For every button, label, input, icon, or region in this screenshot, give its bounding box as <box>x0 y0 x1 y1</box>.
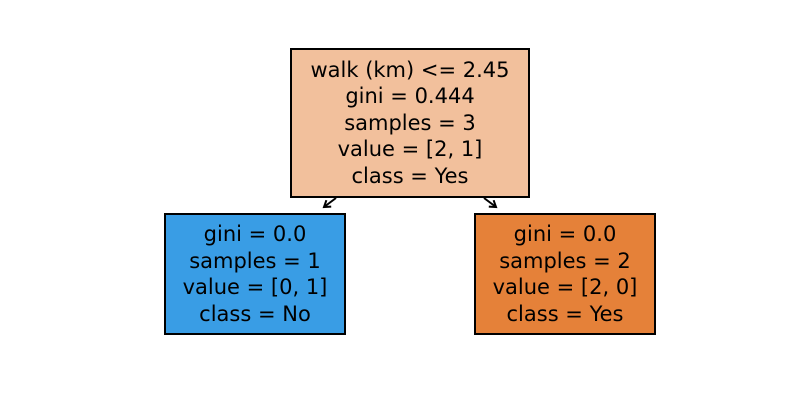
node-value: value = [2, 0] <box>492 275 638 299</box>
node-split-rule: walk (km) <= 2.45 <box>310 57 510 82</box>
tree-node-left-leaf: gini = 0.0 samples = 1 value = [0, 1] cl… <box>164 213 346 335</box>
edge-root-to-left <box>322 197 337 209</box>
edge-root-to-right <box>483 197 498 209</box>
node-value: value = [0, 1] <box>182 275 328 299</box>
node-gini: gini = 0.0 <box>203 222 307 246</box>
node-class: class = Yes <box>506 301 624 326</box>
tree-node-root: walk (km) <= 2.45 gini = 0.444 samples =… <box>290 48 530 198</box>
node-value: value = [2, 1] <box>337 137 483 162</box>
node-class: class = Yes <box>351 163 469 188</box>
node-class: class = No <box>199 301 311 326</box>
node-samples: samples = 3 <box>344 110 476 135</box>
node-samples: samples = 2 <box>499 248 631 273</box>
tree-node-right-leaf: gini = 0.0 samples = 2 value = [2, 0] cl… <box>474 213 656 335</box>
node-samples: samples = 1 <box>189 248 321 273</box>
node-gini: gini = 0.444 <box>345 84 475 109</box>
node-gini: gini = 0.0 <box>513 222 617 246</box>
